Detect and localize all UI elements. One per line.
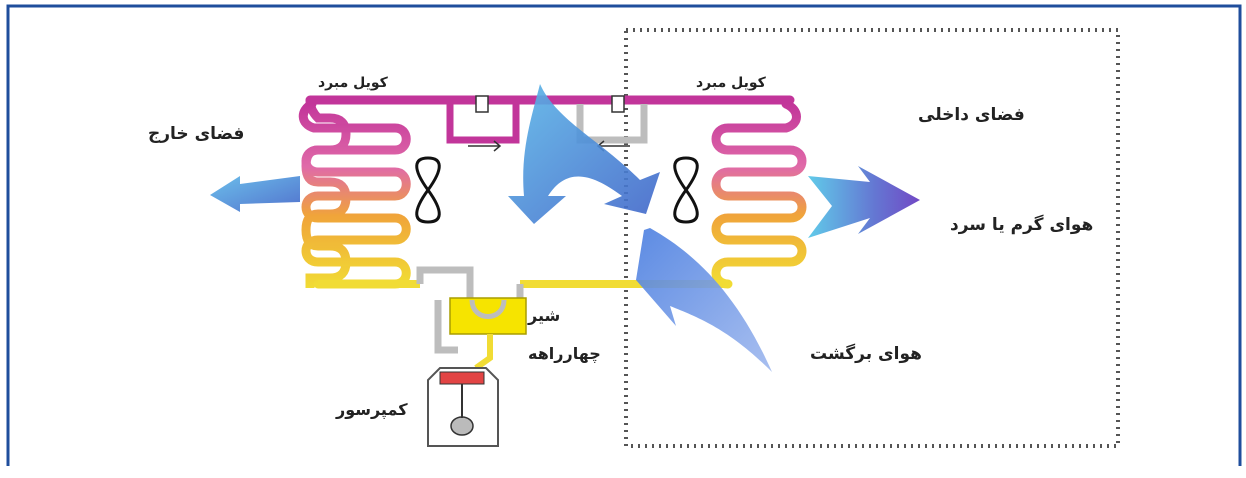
valve-label-line1: شیر bbox=[528, 306, 561, 325]
compressor-pipe-outer bbox=[416, 266, 524, 300]
check-valve-left bbox=[468, 140, 502, 152]
air-arrow-return bbox=[636, 228, 772, 372]
coil-left-label: کویل مبرد bbox=[318, 75, 388, 91]
expansion-valve-left bbox=[475, 95, 489, 113]
air-arrow-right-out bbox=[808, 166, 920, 238]
compressor-pipe-left bbox=[434, 300, 458, 354]
compressor-pipe-yellow bbox=[474, 334, 493, 371]
four-way-valve-inner bbox=[469, 299, 507, 319]
return-air-label: هوای برگشت bbox=[810, 344, 922, 364]
air-arrow-left-outside bbox=[210, 176, 300, 212]
air-arrow-center-up bbox=[508, 84, 660, 224]
compressor-label: کمپرسور bbox=[336, 400, 408, 419]
inside-space-label: فضای داخلی bbox=[918, 105, 1025, 125]
compressor-piston bbox=[439, 371, 485, 385]
hot-cold-air-label: هوای گرم یا سرد bbox=[950, 215, 1094, 235]
outside-space-label: فضای خارج bbox=[148, 124, 245, 144]
compressor-crank bbox=[450, 416, 474, 436]
indoor-boundary bbox=[624, 28, 1120, 448]
frame-border bbox=[6, 4, 1242, 466]
coil-right-label: کویل مبرد bbox=[696, 75, 766, 91]
fan-left-icon bbox=[415, 156, 441, 224]
left-coil-body bbox=[298, 99, 411, 289]
expansion-loop-left bbox=[446, 104, 520, 144]
valve-label-line2: چهارراهه bbox=[528, 344, 601, 363]
expansion-valve-right bbox=[611, 95, 625, 113]
fan-right-icon bbox=[673, 156, 699, 224]
expansion-loop-right bbox=[576, 104, 648, 144]
right-coil-body bbox=[711, 99, 807, 289]
